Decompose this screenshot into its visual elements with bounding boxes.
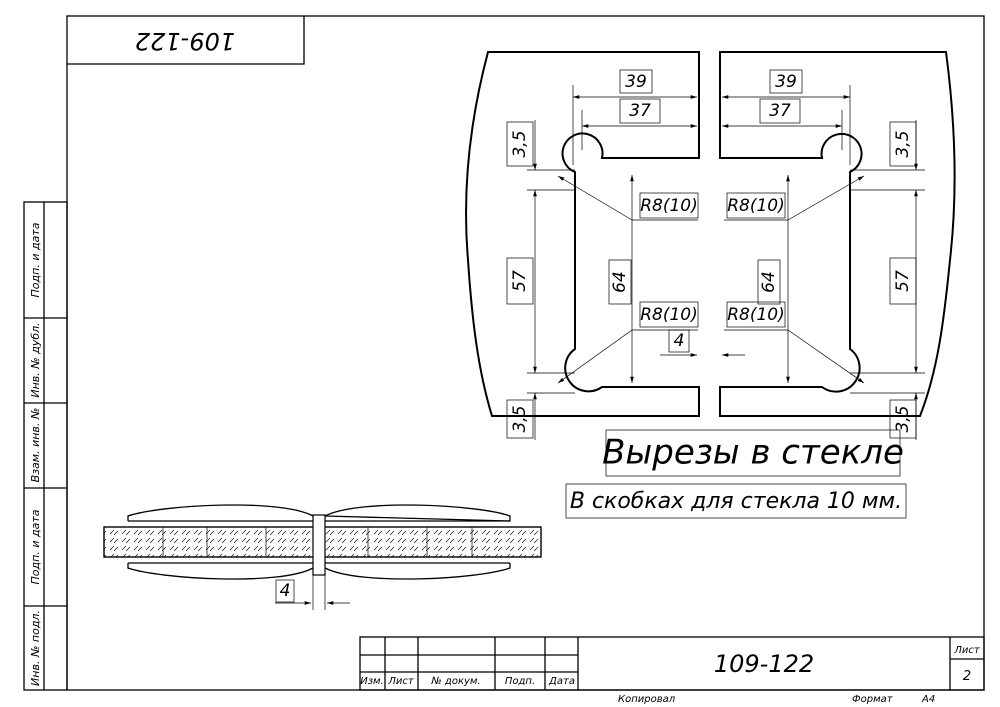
tb-sheet-label: Лист: [953, 645, 981, 656]
caption-title: Вырезы в стекле: [602, 429, 904, 477]
caption-subtitle: В скобках для стекла 10 мм.: [565, 483, 907, 519]
dim-left-57: 57: [506, 257, 534, 305]
right-glass-outline: [719, 51, 956, 417]
dim-right-r8-bottom: R8(10): [726, 301, 786, 328]
dim-left-3-5-bottom: 3,5: [506, 399, 534, 439]
dim-right-57: 57: [889, 257, 917, 305]
svg-text:64: 64: [759, 271, 779, 293]
dim-right-r8-top: R8(10): [726, 192, 786, 219]
svg-text:37: 37: [629, 101, 651, 121]
dim-right-3-5-bottom: 3,5: [889, 399, 917, 439]
dim-left-r8-bottom: R8(10): [639, 301, 699, 328]
dim-left-r8-top: R8(10): [639, 192, 699, 219]
svg-text:R8(10): R8(10): [727, 196, 785, 216]
dim-left-39: 39: [619, 69, 653, 94]
svg-text:В скобках для стекла 10 мм.: В скобках для стекла 10 мм.: [570, 489, 902, 514]
tb-col-izm: Изм.: [360, 676, 384, 687]
tb-sheet-number: 2: [963, 669, 971, 684]
tb-col-list: Лист: [387, 676, 415, 687]
side-stamp: Инв. № подл. Подп. и дата Взам. инв. № И…: [23, 201, 68, 691]
glass-cutout-view: 39 37 3,5 57 64 R8(10) R8(10) 4: [465, 51, 956, 440]
format-label: Формат: [852, 694, 894, 705]
tb-col-date: Дата: [548, 676, 575, 687]
dim-right-64: 64: [757, 259, 781, 305]
svg-text:37: 37: [769, 101, 791, 121]
dim-right-3-5-top: 3,5: [889, 121, 917, 167]
rotated-stamp-code: 109-122: [135, 27, 235, 55]
title-block: Изм. Лист № докум. Подп. Дата 109-122 Ли…: [359, 636, 985, 691]
dim-gap-4: 4: [668, 329, 690, 353]
format-value: А4: [921, 694, 935, 705]
left-glass-outline: [465, 51, 700, 417]
dim-left-3-5-top: 3,5: [506, 121, 534, 167]
svg-text:3,5: 3,5: [510, 405, 530, 432]
side-stamp-field-1: Инв. № подл.: [29, 610, 42, 686]
rotated-stamp: 109-122: [67, 16, 305, 65]
svg-text:3,5: 3,5: [893, 130, 913, 157]
svg-text:3,5: 3,5: [510, 130, 530, 157]
svg-text:R8(10): R8(10): [727, 305, 785, 325]
side-stamp-field-5: Подп. и дата: [29, 222, 42, 297]
svg-text:4: 4: [674, 331, 685, 351]
side-stamp-field-3: Взам. инв. №: [29, 408, 42, 483]
svg-text:39: 39: [625, 72, 647, 92]
svg-text:Вырезы в стекле: Вырезы в стекле: [602, 433, 904, 473]
svg-text:64: 64: [610, 271, 630, 293]
svg-text:R8(10): R8(10): [640, 305, 698, 325]
section-view: 4: [103, 504, 542, 610]
svg-text:3,5: 3,5: [893, 405, 913, 432]
side-stamp-field-4: Инв. № дубл.: [29, 322, 42, 397]
section-gap-label: 4: [280, 581, 291, 601]
tb-col-sign: Подп.: [505, 676, 535, 687]
svg-text:57: 57: [510, 270, 530, 292]
side-stamp-field-2: Подп. и дата: [29, 509, 42, 584]
tb-col-doc: № докум.: [430, 676, 480, 687]
tb-code: 109-122: [714, 650, 814, 678]
dim-right-37: 37: [759, 98, 801, 124]
dim-right-39: 39: [769, 69, 803, 94]
copied-label: Копировал: [618, 694, 676, 705]
sheet-frame: [66, 15, 985, 691]
svg-text:R8(10): R8(10): [640, 196, 698, 216]
svg-text:57: 57: [893, 270, 913, 292]
svg-text:39: 39: [775, 72, 797, 92]
dim-left-37: 37: [619, 98, 661, 124]
dim-left-64: 64: [608, 259, 632, 305]
